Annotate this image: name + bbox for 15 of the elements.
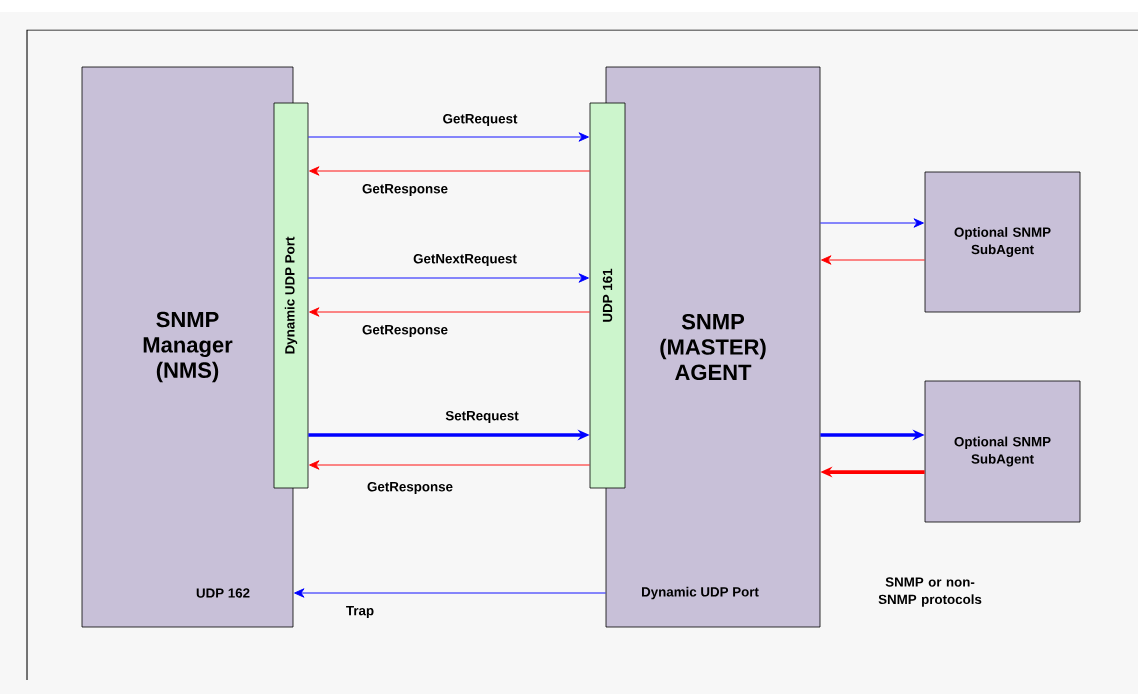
port-label: Dynamic UDP Port xyxy=(642,586,759,600)
port-label: UDP 162 xyxy=(196,588,250,598)
note-text: SNMP or non-SNMP protocols xyxy=(878,577,982,607)
arrow xyxy=(819,218,924,228)
port-bar: UDP 161 xyxy=(589,102,626,489)
port-bar: Dynamic UDP Port xyxy=(273,102,309,489)
subagent-box: Optional SNMP SubAgent xyxy=(924,171,1081,313)
arrow xyxy=(294,588,607,598)
arrow xyxy=(309,166,591,176)
subagent-box: Optional SNMP SubAgent xyxy=(924,380,1081,523)
arrow xyxy=(307,132,589,142)
arrow xyxy=(309,460,591,470)
arrow xyxy=(307,273,589,283)
arrow xyxy=(309,307,591,317)
arrow xyxy=(821,255,926,265)
